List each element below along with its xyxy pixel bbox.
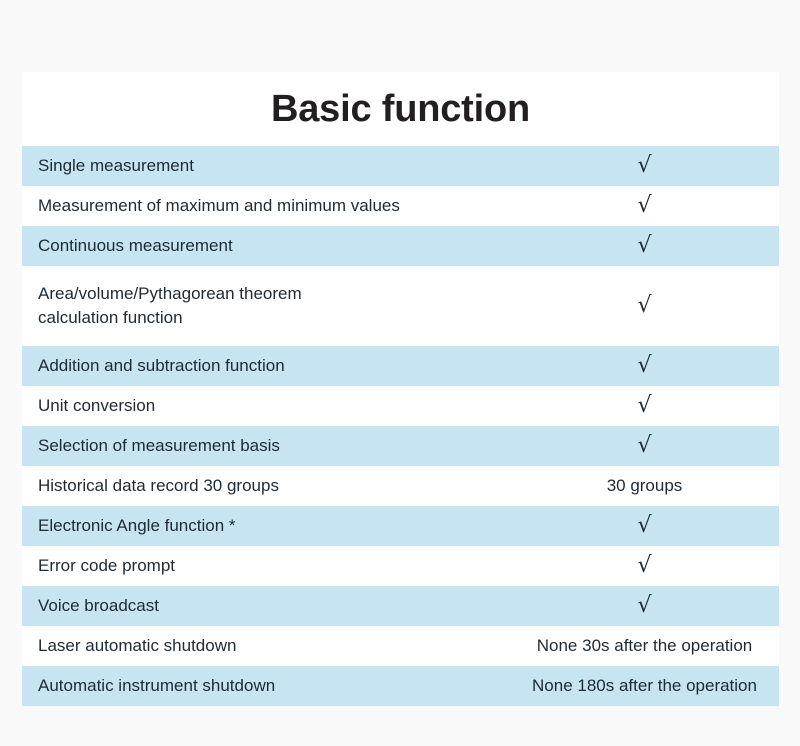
row-value-cell: √ — [510, 586, 779, 626]
row-value-cell: √ — [510, 186, 779, 226]
row-label-text: Area/volume/Pythagorean theorem — [38, 283, 302, 303]
row-label-text: Electronic Angle function * — [38, 515, 236, 535]
table-row: Continuous measurement √ — [22, 226, 779, 266]
radical-check-icon: √ — [637, 152, 652, 178]
row-label-cell: Single measurement — [22, 146, 510, 186]
table-row: Voice broadcast √ — [22, 586, 779, 626]
table-row: Error code prompt √ — [22, 546, 779, 586]
row-label-text: Selection of measurement basis — [38, 435, 280, 455]
radical-check-icon: √ — [637, 392, 652, 418]
row-label-cell: Selection of measurement basis — [22, 426, 510, 466]
table-row: Addition and subtraction function √ — [22, 346, 779, 386]
row-label-cell: Voice broadcast — [22, 586, 510, 626]
radical-check-icon: √ — [637, 592, 652, 618]
row-label-cell: Area/volume/Pythagorean theorem calculati… — [22, 266, 510, 346]
row-value-cell: √ — [510, 546, 779, 586]
page-title: Basic function — [270, 88, 530, 130]
basic-function-table: Single measurement √ Measurement of maximu… — [22, 146, 779, 706]
row-value-cell: √ — [510, 266, 779, 346]
row-label-text: Historical data record 30 groups — [38, 475, 279, 495]
row-value-cell: √ — [510, 506, 779, 546]
table-row: Automatic instrument shutdown None 180s a… — [22, 666, 779, 706]
table-row: Area/volume/Pythagorean theorem calculati… — [22, 266, 779, 346]
row-label-text: Automatic instrument shutdown — [38, 675, 276, 695]
row-label-cell: Measurement of maximum and minimum value… — [22, 186, 510, 226]
table-row: Historical data record 30 groups 30 group… — [22, 466, 779, 506]
row-value-cell: √ — [510, 386, 779, 426]
row-label-cell: Continuous measurement — [22, 226, 510, 266]
row-label-text: Single measurement — [38, 155, 194, 175]
row-label-text: Addition and subtraction function — [38, 355, 285, 375]
row-label-cell: Historical data record 30 groups — [22, 466, 510, 506]
row-value-text: None 30s after the operation — [536, 635, 753, 655]
row-value-cell: √ — [510, 426, 779, 466]
row-label-text: Measurement of maximum and minimum value… — [38, 195, 400, 215]
row-label-cell: Electronic Angle function * — [22, 506, 510, 546]
row-value-cell: None 180s after the operation — [510, 666, 779, 706]
spec-table-body: Single measurement √ Measurement of maximu… — [22, 146, 779, 706]
row-label-text: Unit conversion — [38, 395, 156, 415]
row-label-cell: Unit conversion — [22, 386, 510, 426]
row-value-cell: √ — [510, 346, 779, 386]
radical-check-icon: √ — [637, 352, 652, 378]
radical-check-icon: √ — [637, 432, 652, 458]
row-value-text: None 180s after the operation — [532, 675, 757, 695]
title-bar: Basic function — [22, 72, 779, 146]
spec-card: Basic function Single measurement √ Measur… — [22, 72, 779, 706]
row-value-cell: None 30s after the operation — [510, 626, 779, 666]
radical-check-icon: √ — [637, 232, 652, 258]
row-label-text: Voice broadcast — [38, 595, 159, 615]
row-label-cell: Addition and subtraction function — [22, 346, 510, 386]
table-row: Selection of measurement basis √ — [22, 426, 779, 466]
radical-check-icon: √ — [637, 512, 652, 538]
row-label-text: Continuous measurement — [38, 235, 233, 255]
table-row: Electronic Angle function * √ — [22, 506, 779, 546]
row-label-text: Error code prompt — [38, 555, 175, 575]
table-row: Laser automatic shutdown None 30s after t… — [22, 626, 779, 666]
row-label-cell: Automatic instrument shutdown — [22, 666, 510, 706]
table-row: Measurement of maximum and minimum value… — [22, 186, 779, 226]
row-label-text: Laser automatic shutdown — [38, 635, 237, 655]
row-value-cell: √ — [510, 226, 779, 266]
row-value-cell: √ — [510, 146, 779, 186]
row-label-cell: Laser automatic shutdown — [22, 626, 510, 666]
table-row: Unit conversion √ — [22, 386, 779, 426]
radical-check-icon: √ — [637, 552, 652, 578]
row-value-cell: 30 groups — [510, 466, 779, 506]
row-value-text: 30 groups — [606, 475, 683, 495]
row-label-text-line2: calculation function — [38, 308, 183, 327]
radical-check-icon: √ — [637, 192, 652, 218]
table-row: Single measurement √ — [22, 146, 779, 186]
radical-check-icon: √ — [637, 292, 652, 318]
row-label-cell: Error code prompt — [22, 546, 510, 586]
